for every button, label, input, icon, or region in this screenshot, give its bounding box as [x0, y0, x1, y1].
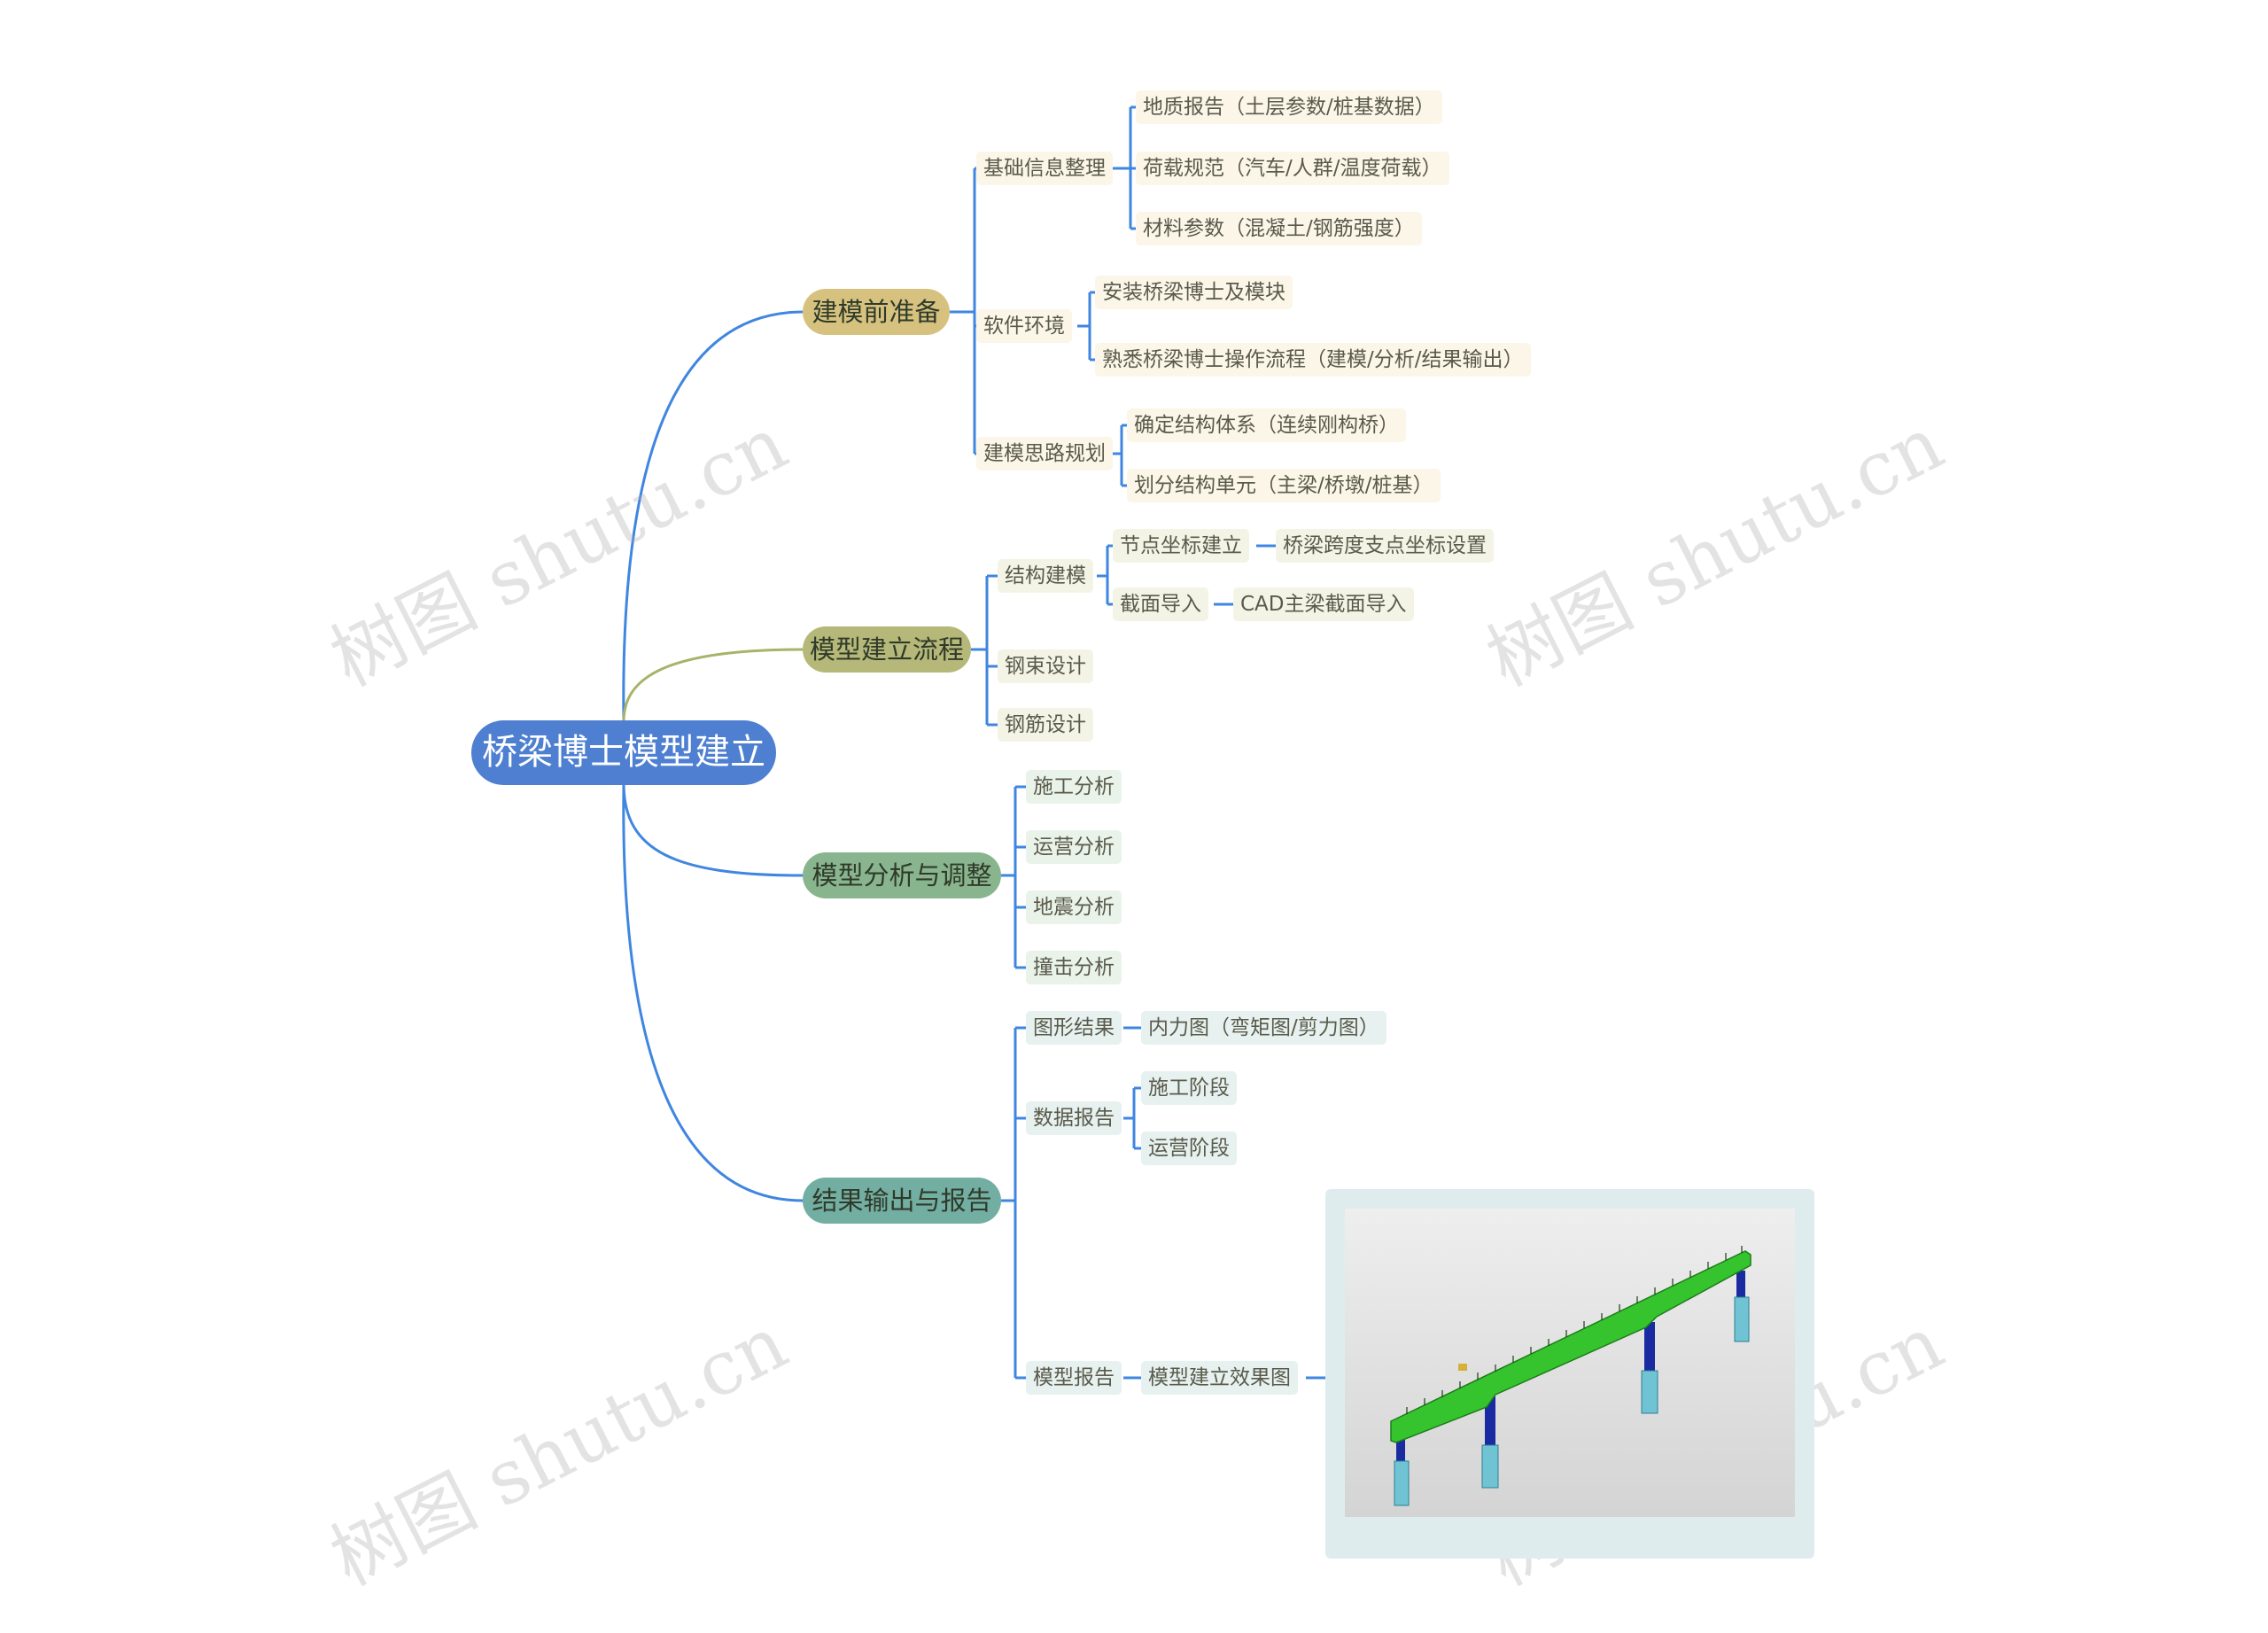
b2-c2[interactable]: 钢束设计 [998, 649, 1093, 683]
branch-b1[interactable]: 建模前准备 [803, 289, 950, 335]
b4-c3-child[interactable]: 模型建立效果图 [1141, 1361, 1298, 1395]
branch-b3[interactable]: 模型分析与调整 [803, 852, 1001, 898]
branch-b2[interactable]: 模型建立流程 [803, 626, 971, 673]
pier-3 [1641, 1322, 1658, 1414]
b2-c1-s1[interactable]: 节点坐标建立 [1113, 529, 1249, 563]
b1-c3-item-2[interactable]: 划分结构单元（主梁/桥墩/桩基） [1127, 469, 1441, 502]
link-b2 [971, 574, 999, 727]
b1-c3-item-1[interactable]: 确定结构体系（连续刚构桥） [1127, 408, 1406, 442]
link-b3 [1001, 785, 1028, 969]
b2-c1-s2-child[interactable]: CAD主梁截面导入 [1233, 587, 1414, 621]
b1-c1-item-1[interactable]: 地质报告（土层参数/桩基数据） [1136, 90, 1442, 124]
b3-item-4[interactable]: 撞击分析 [1026, 951, 1122, 984]
b2-c1-s1-child[interactable]: 桥梁跨度支点坐标设置 [1276, 529, 1494, 563]
root-node[interactable]: 桥梁博士模型建立 [471, 720, 776, 785]
b3-item-1[interactable]: 施工分析 [1026, 770, 1122, 804]
b2-c1-s2[interactable]: 截面导入 [1113, 587, 1208, 621]
bridge-model-render [1345, 1209, 1795, 1517]
b2-c3[interactable]: 钢筋设计 [998, 708, 1093, 742]
pier-2 [1481, 1396, 1499, 1489]
link-b1-c3 [1113, 424, 1134, 487]
b1-c2-item-1[interactable]: 安装桥梁博士及模块 [1095, 276, 1293, 309]
b4-c1[interactable]: 图形结果 [1026, 1011, 1122, 1045]
pier-1 [1394, 1435, 1410, 1506]
link-b4 [1001, 1026, 1028, 1380]
b4-c2[interactable]: 数据报告 [1026, 1101, 1122, 1135]
b2-c1[interactable]: 结构建模 [998, 559, 1093, 593]
link-b4-c2 [1123, 1086, 1146, 1150]
link-b1-c2 [1077, 291, 1102, 362]
b4-c2-item-2[interactable]: 运营阶段 [1141, 1131, 1237, 1165]
link-root-b3 [622, 784, 804, 877]
b1-c2-item-2[interactable]: 熟悉桥梁博士操作流程（建模/分析/结果输出） [1095, 343, 1531, 377]
pier-4 [1734, 1271, 1750, 1342]
b1-c1-item-3[interactable]: 材料参数（混凝土/钢筋强度） [1136, 212, 1422, 245]
model-image-frame[interactable] [1325, 1189, 1814, 1559]
branch-b4[interactable]: 结果输出与报告 [803, 1178, 1001, 1224]
link-root-b4 [622, 784, 804, 1202]
link-root-b1 [622, 310, 804, 721]
b4-c2-item-1[interactable]: 施工阶段 [1141, 1071, 1237, 1105]
model-marker [1458, 1364, 1467, 1371]
b1-c3[interactable]: 建模思路规划 [976, 437, 1113, 470]
b1-c1[interactable]: 基础信息整理 [976, 152, 1113, 185]
link-root-b2 [622, 648, 804, 721]
bridge-girder [1390, 1250, 1751, 1443]
b3-item-3[interactable]: 地震分析 [1026, 890, 1122, 924]
b4-c3[interactable]: 模型报告 [1026, 1361, 1122, 1395]
b1-c1-item-2[interactable]: 荷载规范（汽车/人群/温度荷载） [1136, 152, 1449, 185]
b3-item-2[interactable]: 运营分析 [1026, 830, 1122, 864]
b1-c2[interactable]: 软件环境 [976, 309, 1072, 343]
b4-c1-child[interactable]: 内力图（弯矩图/剪力图） [1141, 1011, 1386, 1045]
